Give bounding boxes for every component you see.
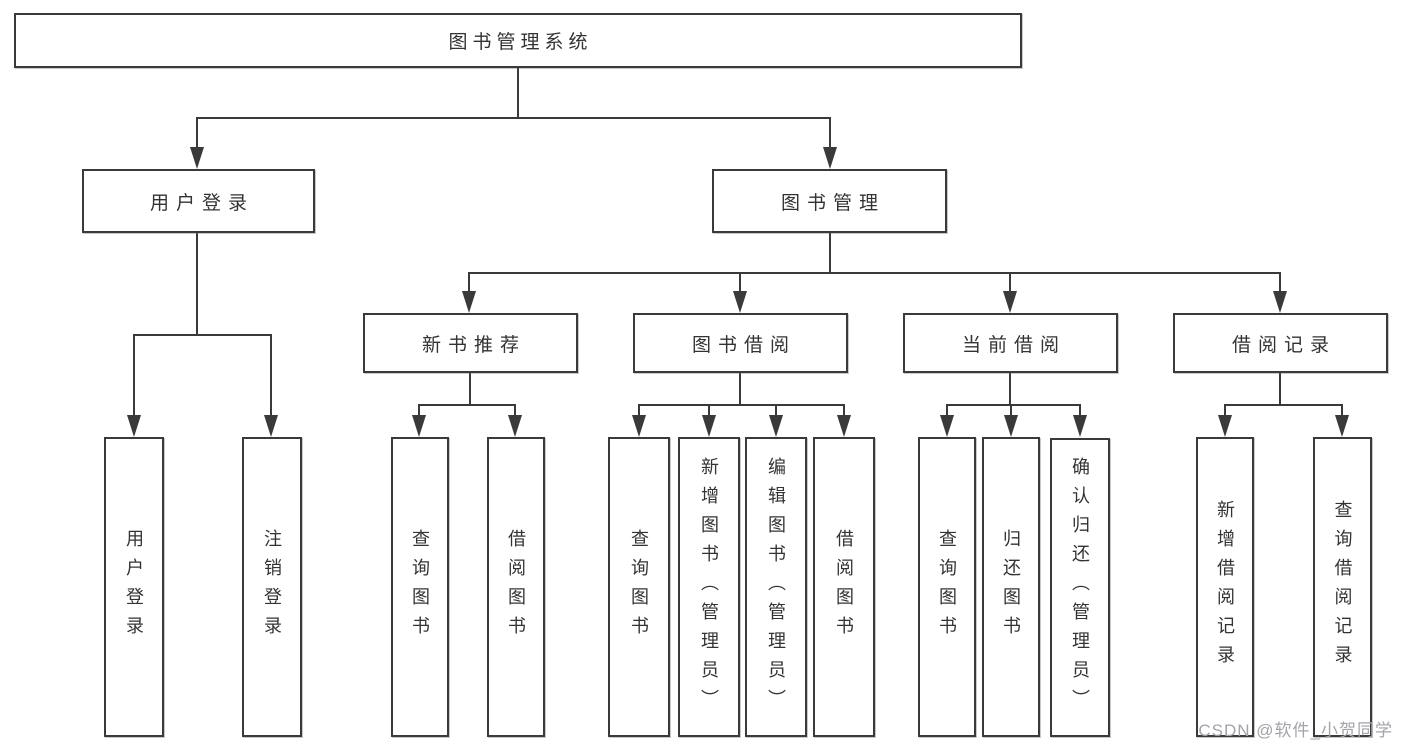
connector-line: [418, 404, 420, 417]
connector-arrowhead: [823, 147, 837, 169]
leaf-label: 查询图书: [629, 529, 649, 645]
connector-line: [946, 404, 1081, 406]
leaf-query-books-borrowing: 查询图书: [608, 437, 670, 737]
connector-arrowhead: [1335, 415, 1349, 437]
node-label: 新书推荐: [421, 334, 526, 356]
leaf-borrow-books-newbooks: 借阅图书: [487, 437, 545, 737]
node-label: 借阅记录: [1231, 334, 1336, 356]
leaf-user-login: 用户登录: [104, 437, 164, 737]
csdn-watermark: CSDN @软件_小贺同学: [1198, 721, 1393, 740]
connector-arrowhead: [1003, 291, 1017, 313]
connector-line: [1009, 373, 1011, 406]
connector-line: [1009, 272, 1011, 293]
node-user-login: 用户登录: [82, 169, 315, 233]
connector-line: [419, 404, 516, 406]
connector-line: [133, 334, 135, 418]
leaf-label: 确认归还（管理员）: [1070, 457, 1090, 718]
connector-line: [843, 404, 845, 417]
leaf-query-books-newbooks: 查询图书: [391, 437, 449, 737]
connector-line: [1079, 404, 1081, 417]
connector-line: [829, 117, 831, 149]
connector-line: [638, 404, 640, 417]
connector-line: [1279, 272, 1281, 293]
connector-line: [517, 68, 519, 118]
node-book-management: 图书管理: [712, 169, 947, 233]
connector-line: [1224, 404, 1226, 417]
leaf-return-books: 归还图书: [982, 437, 1040, 737]
connector-line: [514, 404, 516, 417]
leaf-query-books-current: 查询图书: [918, 437, 976, 737]
leaf-label: 用户登录: [124, 529, 144, 645]
connector-line: [134, 334, 272, 336]
connector-line: [469, 373, 471, 406]
leaf-logout: 注销登录: [242, 437, 302, 737]
node-library-management-system: 图书管理系统: [14, 13, 1022, 68]
leaf-confirm-return-admin: 确认归还（管理员）: [1050, 438, 1110, 737]
connector-arrowhead: [264, 415, 278, 437]
node-borrowing-records: 借阅记录: [1173, 313, 1388, 373]
node-current-borrowing: 当前借阅: [903, 313, 1118, 373]
connector-arrowhead: [837, 415, 851, 437]
connector-line: [197, 117, 831, 119]
node-label: 图书管理: [780, 192, 885, 214]
connector-arrowhead: [1273, 291, 1287, 313]
connector-line: [946, 404, 948, 417]
leaf-label: 归还图书: [1001, 529, 1021, 645]
leaf-query-borrow-record: 查询借阅记录: [1313, 437, 1372, 737]
connector-line: [775, 404, 777, 417]
connector-arrowhead: [1073, 415, 1087, 437]
connector-line: [739, 373, 741, 406]
leaf-add-books-admin: 新增图书（管理员）: [678, 437, 740, 737]
connector-arrowhead: [412, 415, 426, 437]
leaf-label: 编辑图书（管理员）: [766, 456, 786, 718]
node-label: 图书管理系统: [448, 32, 593, 53]
leaf-label: 注销登录: [262, 529, 282, 645]
connector-arrowhead: [733, 291, 747, 313]
connector-arrowhead: [1004, 415, 1018, 437]
node-label: 当前借阅: [961, 334, 1066, 356]
connector-arrowhead: [508, 415, 522, 437]
connector-arrowhead: [769, 415, 783, 437]
node-book-borrowing: 图书借阅: [633, 313, 848, 373]
leaf-label: 借阅图书: [834, 529, 854, 645]
connector-arrowhead: [127, 415, 141, 437]
leaf-label: 借阅图书: [506, 529, 526, 645]
leaf-label: 查询借阅记录: [1332, 500, 1353, 674]
node-label: 用户登录: [149, 192, 254, 214]
leaf-add-borrow-record: 新增借阅记录: [1196, 437, 1254, 737]
leaf-label: 查询图书: [410, 529, 430, 645]
connector-line: [829, 233, 831, 274]
connector-arrowhead: [1218, 415, 1232, 437]
connector-arrowhead: [940, 415, 954, 437]
leaf-edit-books-admin: 编辑图书（管理员）: [745, 437, 807, 737]
connector-arrowhead: [462, 291, 476, 313]
connector-line: [638, 404, 845, 406]
connector-line: [739, 272, 741, 293]
connector-line: [708, 404, 710, 417]
node-label: 图书借阅: [691, 334, 796, 356]
leaf-borrow-books: 借阅图书: [813, 437, 875, 737]
leaf-label: 新增图书（管理员）: [699, 456, 719, 718]
connector-line: [270, 334, 272, 418]
connector-line: [1010, 404, 1012, 417]
connector-line: [196, 117, 198, 149]
connector-arrowhead: [702, 415, 716, 437]
connector-line: [469, 272, 1281, 274]
leaf-label: 查询图书: [937, 529, 957, 645]
node-new-book-recommend: 新书推荐: [363, 313, 578, 373]
connector-line: [1225, 404, 1343, 406]
connector-line: [468, 272, 470, 293]
connector-line: [196, 233, 198, 336]
leaf-label: 新增借阅记录: [1215, 500, 1235, 674]
connector-arrowhead: [632, 415, 646, 437]
connector-line: [1341, 404, 1343, 417]
connector-arrowhead: [190, 147, 204, 169]
connector-line: [1279, 373, 1281, 406]
